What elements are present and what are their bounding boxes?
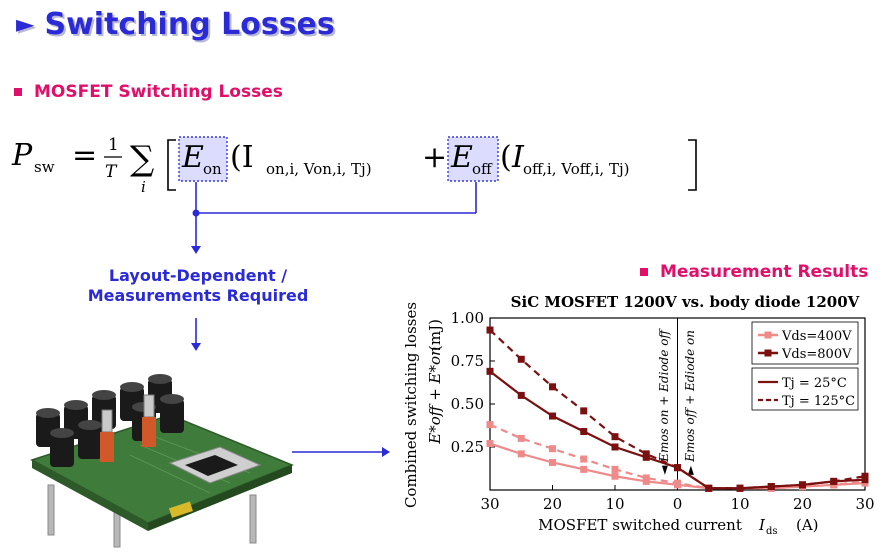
results-bullet: Measurement Results — [640, 262, 868, 282]
data-point — [549, 458, 556, 466]
square-bullet-icon — [14, 88, 22, 96]
y-tick-label: 0.25 — [451, 438, 484, 456]
data-point — [486, 367, 494, 375]
formula-term1-sub: on — [203, 160, 222, 178]
junction-dot-icon — [192, 209, 200, 217]
formula-args1: on,i, Von,i, Tj) — [266, 160, 372, 178]
legend-label: Tj = 25°C — [782, 376, 847, 391]
data-point — [767, 483, 775, 491]
x-axis-unit: (A) — [796, 516, 819, 534]
x-tick-label: 30 — [855, 495, 874, 513]
x-tick-label: 10 — [605, 495, 624, 513]
down-arrow-icon — [191, 343, 201, 351]
data-point — [549, 412, 556, 420]
data-point — [486, 326, 494, 334]
results-label: Measurement Results — [660, 262, 869, 282]
formula-plus: + — [422, 140, 447, 175]
data-point — [799, 481, 806, 489]
power-board-photo — [30, 374, 294, 548]
data-point — [580, 407, 588, 415]
data-point — [736, 484, 744, 492]
x-tick-label: 30 — [480, 495, 499, 513]
svg-text:(: ( — [500, 140, 512, 175]
formula-lhs: P — [11, 138, 33, 173]
formula-args2: off,i, Voff,i, Tj) — [523, 160, 629, 178]
formula-term2: E — [450, 140, 473, 175]
data-point — [486, 440, 494, 448]
formula-term1: E — [181, 140, 204, 175]
data-point — [486, 421, 494, 429]
x-tick-label: 10 — [730, 495, 749, 513]
x-axis-label: MOSFET switched current — [538, 516, 742, 534]
slide-title-text: Switching Losses — [44, 6, 335, 42]
data-point — [611, 443, 619, 451]
x-tick-label: 0 — [673, 495, 683, 513]
legend-label: Vds=800V — [781, 347, 852, 362]
data-point — [674, 479, 681, 487]
data-point — [830, 477, 838, 485]
right-arrow-icon — [382, 447, 390, 457]
section-label: MOSFET Switching Losses — [34, 82, 283, 102]
y-tick-label: 1.00 — [451, 309, 484, 327]
formula-lhs-sub: sw — [34, 158, 55, 176]
x-axis-symbol: I — [758, 516, 766, 534]
annotation-on-off: ◄ Emos on + Ediode off — [657, 328, 671, 475]
data-point — [517, 450, 525, 458]
data-point — [642, 450, 650, 458]
formula-equals: = — [72, 138, 97, 173]
data-point — [549, 445, 556, 453]
requirement-text: Layout-Dependent / Measurements Required — [78, 266, 318, 306]
data-point — [611, 465, 619, 473]
formula-sum-index: i — [141, 178, 146, 196]
requirement-line-2: Measurements Required — [87, 286, 309, 305]
legend-marker — [764, 331, 772, 339]
square-bullet-icon — [640, 268, 648, 276]
annotation-off-on: ► Emos off + Ediode on — [683, 330, 697, 475]
legend-label: Tj = 125°C — [782, 394, 855, 409]
y-axis-unit: (mJ) — [426, 319, 444, 351]
data-point — [580, 455, 588, 463]
formula-frac-num: 1 — [108, 135, 119, 155]
legend-label: Vds=400V — [781, 329, 852, 344]
data-point — [611, 472, 619, 480]
formula-sum: ∑ — [130, 139, 154, 179]
data-point — [517, 434, 525, 442]
data-point — [861, 472, 869, 480]
chart-title: SiC MOSFET 1200V vs. body diode 1200V — [510, 293, 860, 311]
down-arrow-icon — [191, 246, 201, 254]
x-tick-label: 20 — [793, 495, 812, 513]
legend-marker — [764, 349, 772, 357]
data-point — [580, 465, 588, 473]
data-point — [642, 474, 650, 482]
data-point — [580, 428, 588, 436]
formula-term2-sub: off — [472, 160, 493, 178]
legend-temperature-box — [751, 367, 859, 411]
y-axis-expression: E*off + E*on — [426, 346, 444, 444]
data-point — [705, 484, 713, 492]
data-point — [674, 464, 681, 472]
data-point — [517, 391, 525, 399]
y-tick-label: 0.75 — [451, 352, 484, 370]
play-arrow-icon: ► — [16, 10, 35, 38]
legend-voltage-box — [751, 321, 859, 365]
formula-args1-open: (I — [230, 140, 254, 175]
x-axis-subscript: ds — [766, 526, 778, 537]
data-point — [549, 383, 556, 391]
slide-title: ► Switching Losses — [16, 4, 335, 44]
data-point — [517, 355, 525, 363]
x-tick-label: 20 — [543, 495, 562, 513]
y-tick-label: 0.50 — [451, 395, 484, 413]
data-point — [611, 433, 619, 441]
requirement-line-1: Layout-Dependent / — [108, 266, 288, 285]
section-bullet: MOSFET Switching Losses — [14, 82, 283, 102]
svg-text:I: I — [511, 140, 525, 175]
formula-frac-den: T — [105, 162, 118, 182]
y-axis-label: Combined switching losses — [402, 302, 420, 508]
